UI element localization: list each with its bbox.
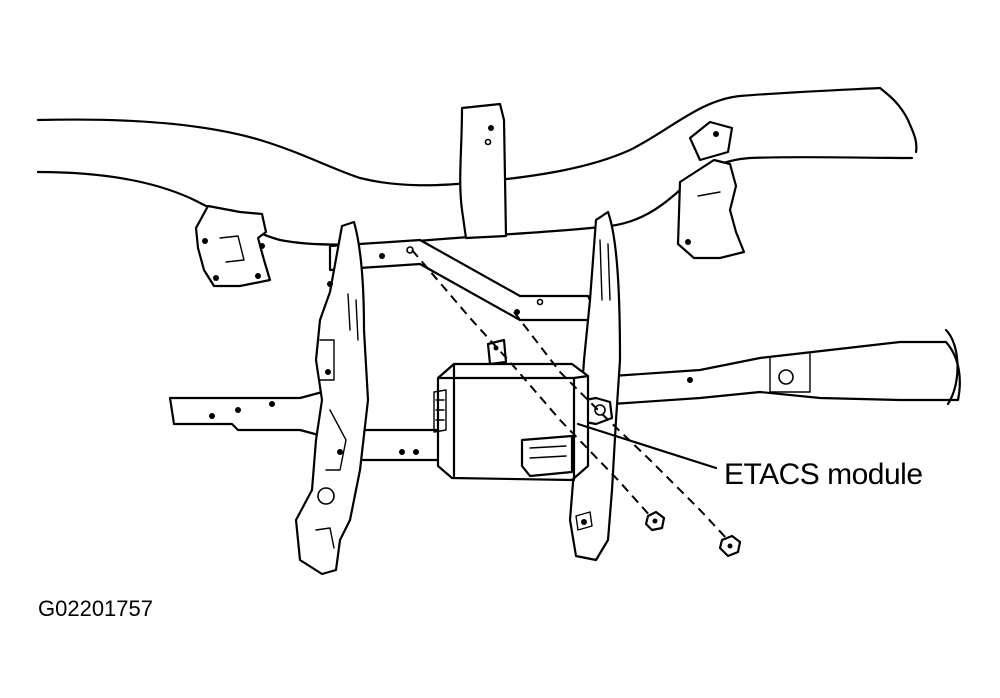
right-hanger-bracket	[676, 120, 746, 260]
right-vertical-bracket	[568, 210, 622, 562]
etacs-module-label: ETACS module	[724, 458, 923, 491]
etacs-module	[433, 338, 590, 482]
left-vertical-bracket	[294, 220, 370, 576]
lower-right-crossbar	[610, 328, 961, 406]
nut-right	[718, 534, 742, 558]
figure-id-label: G02201757	[38, 596, 153, 621]
installation-dashed-lines	[411, 249, 729, 541]
center-strap	[459, 102, 508, 240]
lower-left-crossbar	[168, 388, 332, 440]
mounting-frame	[328, 238, 602, 462]
left-hanger-bracket	[194, 204, 272, 288]
nut-left	[644, 510, 666, 532]
etacs-leader-line	[576, 422, 718, 470]
